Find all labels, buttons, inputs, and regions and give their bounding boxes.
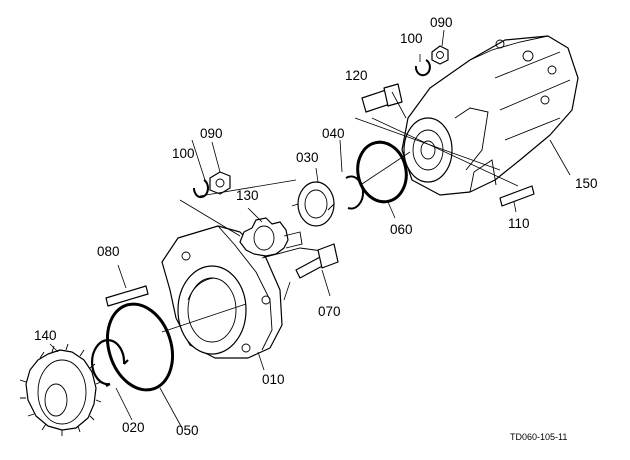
stud-110 (499, 185, 535, 207)
large-gear-140 (19, 343, 102, 436)
callout-100-left: 100 (172, 146, 195, 161)
o-ring-050 (106, 302, 174, 392)
drawing-code: TD060-105-11 (510, 432, 567, 442)
washer-100-top (414, 59, 431, 77)
callout-090-left: 090 (200, 126, 223, 141)
pump-assembly (401, 35, 579, 196)
callout-120: 120 (345, 68, 368, 83)
leader-lines (49, 29, 571, 429)
callout-040: 040 (322, 126, 345, 141)
callout-060: 060 (390, 222, 413, 237)
callout-070: 070 (318, 304, 341, 319)
bolt-070 (295, 243, 339, 279)
callout-100-top: 100 (400, 31, 423, 46)
bearing-030 (291, 181, 335, 227)
nut-090-top (431, 45, 449, 65)
callout-030: 030 (296, 150, 319, 165)
o-ring-060 (356, 140, 408, 204)
snap-ring-020 (90, 339, 129, 387)
callout-110: 110 (508, 216, 530, 231)
callout-080: 080 (97, 244, 120, 259)
callout-130: 130 (236, 188, 259, 203)
washer-100-left (192, 179, 209, 199)
snap-ring-040 (345, 175, 365, 210)
callout-150: 150 (575, 176, 598, 191)
drive-gear-130 (239, 217, 303, 257)
callout-090-top: 090 (430, 15, 453, 30)
callout-050: 050 (176, 423, 199, 438)
nut-090-left (209, 171, 231, 195)
callout-010: 010 (262, 372, 285, 387)
callout-140: 140 (34, 328, 57, 343)
fitting-120 (361, 83, 403, 113)
housing (161, 225, 331, 359)
callout-020: 020 (122, 420, 145, 435)
stud-080 (105, 285, 149, 307)
